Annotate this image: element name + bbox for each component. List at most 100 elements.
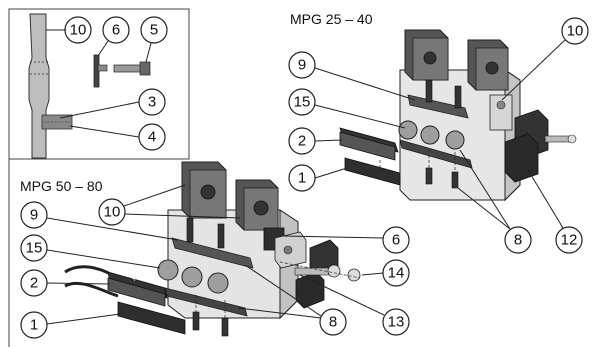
mpg-small-side-block bbox=[489, 94, 513, 131]
callout-number: 1 bbox=[298, 170, 306, 187]
callout-number: 8 bbox=[514, 232, 522, 249]
callout-number: 6 bbox=[112, 22, 120, 39]
callout-circle bbox=[382, 226, 410, 254]
callout-number: 13 bbox=[388, 314, 405, 331]
leader-line bbox=[69, 125, 140, 138]
callout-circle bbox=[288, 51, 316, 79]
mpg-small-side-bolt bbox=[496, 100, 506, 110]
callout-circle bbox=[20, 311, 48, 339]
leader-line bbox=[46, 282, 111, 285]
mpg-small-title: MPG 25 – 40 bbox=[290, 11, 373, 27]
mpg-large-nut bbox=[207, 272, 229, 294]
leader-line bbox=[124, 213, 241, 219]
leader-line bbox=[314, 139, 343, 142]
mpg-small-screw bbox=[425, 167, 433, 185]
mpg-small-sensor-upper-face bbox=[339, 131, 396, 161]
inset-shaft bbox=[28, 13, 50, 159]
leader-line bbox=[46, 313, 121, 325]
detail-inset: 10 6 5 3 4 bbox=[8, 8, 190, 160]
leader-line bbox=[501, 39, 566, 101]
mpg-large-screw bbox=[192, 311, 200, 331]
mpg-small-nut bbox=[445, 130, 465, 150]
mpg-small-screw bbox=[454, 85, 462, 109]
callout-circle bbox=[288, 88, 316, 116]
mpg-large-washer bbox=[347, 268, 361, 282]
leader-line bbox=[314, 104, 406, 129]
leader-line bbox=[457, 187, 511, 230]
leader-line bbox=[459, 149, 511, 230]
inset-screw-insert bbox=[41, 114, 73, 130]
callout-number: 10 bbox=[567, 23, 584, 40]
leader-line bbox=[123, 184, 186, 207]
mpg-large-sensor-upper-face bbox=[107, 277, 166, 307]
mpg-small-jaw-hole bbox=[423, 51, 437, 65]
mpg-small-rail-lower bbox=[399, 139, 473, 169]
callout-circle bbox=[20, 234, 48, 262]
inset-plate-pin bbox=[97, 64, 108, 72]
mpg-large-sensor-lower bbox=[117, 301, 186, 335]
mpg-large-side-bolt bbox=[283, 245, 293, 255]
leader-line bbox=[97, 40, 109, 57]
callout-circle bbox=[20, 201, 48, 229]
assembly-axis bbox=[279, 261, 361, 279]
mpg-large-jaw-hole bbox=[200, 184, 216, 200]
callout-circle bbox=[102, 16, 130, 44]
mpg-small-screw bbox=[425, 79, 433, 103]
callout-number: 12 bbox=[561, 232, 578, 249]
mpg-large-assembly: MPG 50 – 80 + bbox=[20, 161, 410, 339]
mpg-small-nut bbox=[398, 120, 418, 140]
mpg-large-screw bbox=[217, 223, 225, 249]
mpg-large-cable-upper bbox=[64, 265, 113, 277]
leader-line bbox=[283, 235, 384, 239]
mpg-small-sensor-lower bbox=[344, 157, 401, 186]
leader-line bbox=[527, 169, 564, 229]
mpg-large-jaw-hole bbox=[253, 200, 269, 216]
mpg-small-screw bbox=[451, 171, 459, 189]
callout-number: 2 bbox=[298, 133, 306, 150]
callout-number: 9 bbox=[298, 57, 306, 74]
leader-line bbox=[361, 272, 384, 276]
leader-line bbox=[46, 217, 179, 241]
leader-line bbox=[314, 167, 348, 179]
leader-line bbox=[299, 274, 385, 316]
leader-line bbox=[237, 307, 322, 319]
mpg-large-jaw-right-face bbox=[243, 187, 279, 231]
callout-circle bbox=[504, 226, 532, 254]
callout-number: 10 bbox=[104, 204, 121, 221]
mpg-large-bolt-head bbox=[327, 264, 341, 278]
callout-number: 2 bbox=[30, 275, 38, 292]
leader-line bbox=[145, 42, 152, 63]
mpg-small-bracket-lower bbox=[504, 133, 539, 183]
mpg-large-nut bbox=[157, 259, 179, 281]
callout-number: 15 bbox=[26, 240, 43, 257]
callout-number: 4 bbox=[148, 129, 156, 146]
callout-number: 5 bbox=[150, 22, 158, 39]
callout-number: 15 bbox=[294, 94, 311, 111]
mpg-small-bolt-head bbox=[567, 134, 577, 144]
callout-number: 6 bbox=[392, 232, 400, 249]
mpg-small-assembly: MPG 25 – 40 bbox=[288, 11, 589, 254]
callout-number: 3 bbox=[148, 94, 156, 111]
callout-number: 1 bbox=[30, 317, 38, 334]
mpg-large-bolt bbox=[294, 267, 332, 276]
mpg-large-cable-lower bbox=[64, 281, 119, 298]
inset-screw-head bbox=[139, 61, 151, 76]
callout-circle bbox=[319, 308, 347, 336]
mpg-large-screw bbox=[186, 217, 194, 243]
callout-circle bbox=[98, 198, 126, 226]
mpg-large-rail bbox=[171, 237, 254, 269]
leader-line bbox=[244, 264, 322, 317]
callout-circle bbox=[382, 308, 410, 336]
mpg-small-nut bbox=[420, 125, 440, 145]
callout-number: 9 bbox=[30, 207, 38, 224]
callout-circle bbox=[555, 226, 583, 254]
mpg-large-nut bbox=[181, 266, 203, 288]
sensor-mark: + bbox=[132, 274, 137, 284]
mpg-small-bolt bbox=[544, 135, 571, 143]
callout-number: 8 bbox=[329, 314, 337, 331]
inset-screw-shaft bbox=[113, 64, 145, 73]
mpg-large-screw bbox=[221, 317, 229, 337]
callout-number: 10 bbox=[70, 22, 87, 39]
callout-circle bbox=[561, 17, 589, 45]
leader-line bbox=[59, 101, 140, 119]
